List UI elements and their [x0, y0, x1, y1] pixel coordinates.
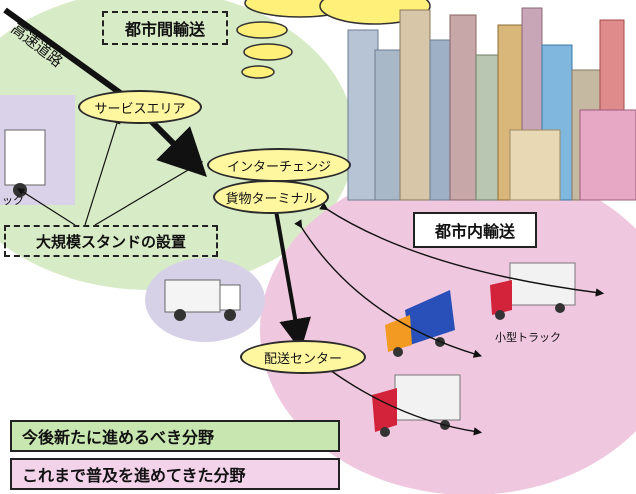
intracity-label: 都市内輸送 — [413, 212, 537, 248]
center-delivery-arrow — [324, 364, 483, 436]
terminal-to-center-arrow — [273, 204, 311, 351]
stand-arrow — [16, 188, 76, 226]
small-truck-label: 小型トラック — [495, 331, 561, 344]
truck-image-left — [0, 95, 75, 205]
city-skyline — [347, 7, 636, 201]
freight-terminal-bubble: 貨物ターミナル — [213, 180, 329, 214]
truck-caption-cut: ック — [2, 194, 24, 207]
stand-arrow — [94, 161, 204, 226]
cloud-bubble — [241, 65, 275, 79]
interchange-bubble: インターチェンジ — [207, 148, 351, 182]
legend-future-field: 今後新たに進めるべき分野 — [10, 420, 340, 452]
cloud-bubble — [236, 21, 288, 39]
truck-image-center — [145, 258, 265, 342]
large-stand-label: 大規模スタンドの設置 — [4, 225, 218, 257]
terminal-delivery-arrow — [294, 219, 483, 358]
distribution-center-bubble: 配送センター — [240, 340, 366, 374]
legend-past-field: これまで普及を進めてきた分野 — [10, 458, 340, 490]
stand-arrow — [84, 116, 121, 226]
intercity-label: 都市間輸送 — [102, 11, 228, 45]
service-area-bubble: サービスエリア — [78, 90, 202, 124]
cloud-bubble — [243, 43, 293, 61]
